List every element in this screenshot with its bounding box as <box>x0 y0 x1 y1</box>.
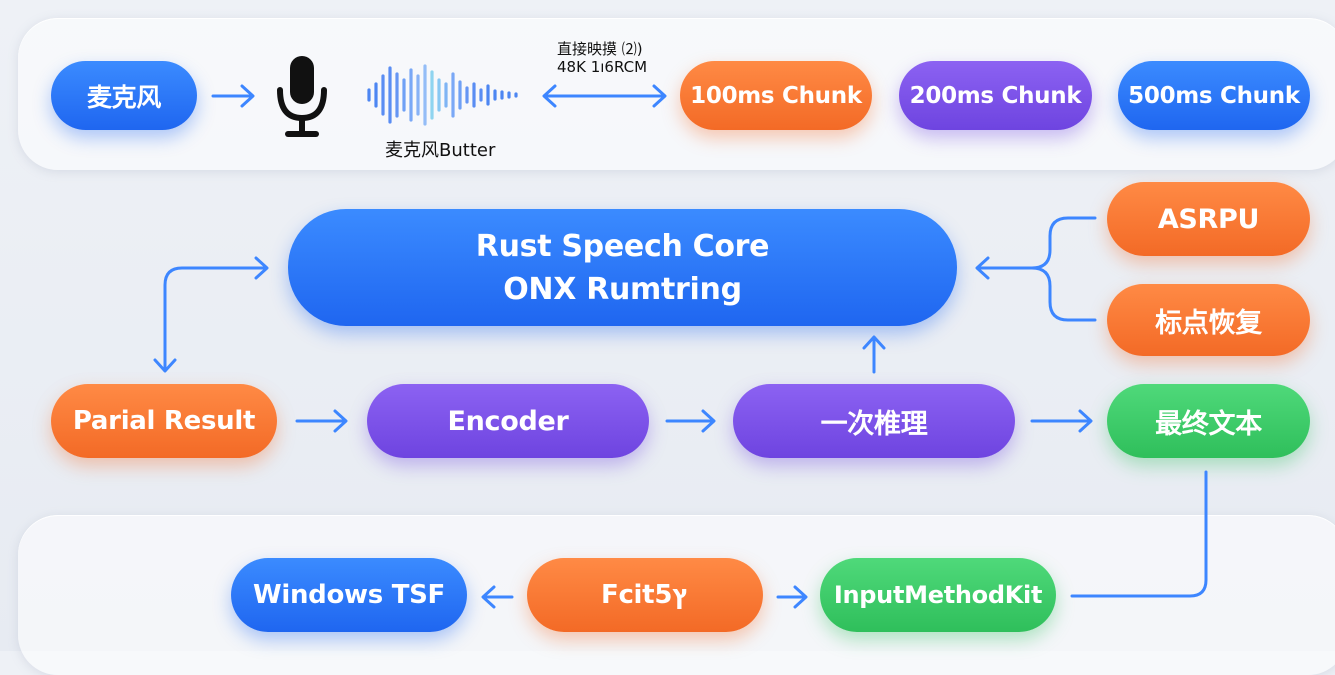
microphone-icon <box>272 54 332 140</box>
speech-core-runtime: ONX Rumtring <box>503 271 742 307</box>
inputmethodkit-label: InputMethodKit <box>833 581 1043 609</box>
partial-result-node[interactable]: Parial Result <box>51 384 277 458</box>
encoder-label: Encoder <box>447 405 569 437</box>
partial-result-label: Parial Result <box>72 406 256 436</box>
arrow-inference-to-final <box>1030 409 1093 433</box>
punctuation-node[interactable]: 标点恢复 <box>1107 284 1310 356</box>
final-text-label: 最终文本 <box>1155 408 1262 440</box>
arrow-partial-to-encoder <box>295 409 348 433</box>
chunk-100ms-label: 100ms Chunk <box>690 82 862 109</box>
arrow-inference-to-core <box>862 335 886 374</box>
final-text-node[interactable]: 最终文本 <box>1107 384 1310 458</box>
asrpu-label: ASRPU <box>1157 203 1260 235</box>
chunk-500ms-node[interactable]: 500ms Chunk <box>1118 61 1310 130</box>
buffer-label: 麦克风Butter <box>385 140 496 161</box>
chunk-500ms-label: 500ms Chunk <box>1128 82 1300 109</box>
chunk-200ms-label: 200ms Chunk <box>909 82 1082 109</box>
speech-core-node[interactable]: Rust Speech Core ONX Rumtring <box>288 209 957 326</box>
inference-node[interactable]: 一次椎理 <box>733 384 1015 458</box>
encoder-node[interactable]: Encoder <box>367 384 649 458</box>
chunk-100ms-node[interactable]: 100ms Chunk <box>680 61 872 130</box>
chunk-200ms-node[interactable]: 200ms Chunk <box>899 61 1092 130</box>
waveform-icon <box>365 64 525 126</box>
asrpu-node[interactable]: ASRPU <box>1107 182 1310 256</box>
windows-tsf-node[interactable]: Windows TSF <box>231 558 467 632</box>
punctuation-label: 标点恢复 <box>1155 307 1262 339</box>
windows-tsf-label: Windows TSF <box>252 580 446 610</box>
fcitx5-node[interactable]: Fcitץ5 <box>527 558 763 632</box>
inputmethodkit-node[interactable]: InputMethodKit <box>820 558 1056 632</box>
format-label: 48K 1ı6RCM <box>557 58 648 76</box>
microphone-label: 麦克风 <box>86 82 162 112</box>
top-panel <box>18 18 1335 170</box>
fcitx5-label: Fcitץ5 <box>600 580 689 610</box>
arrow-core-partial-loop <box>153 256 269 373</box>
microphone-node[interactable]: 麦克风 <box>51 61 197 130</box>
arrow-encoder-to-inference <box>665 409 716 433</box>
arrow-modules-to-core <box>975 216 1097 322</box>
inference-label: 一次椎理 <box>820 408 928 440</box>
mapping-label: 直接映摸 ⑵) <box>557 40 643 58</box>
speech-core-title: Rust Speech Core <box>475 228 770 264</box>
